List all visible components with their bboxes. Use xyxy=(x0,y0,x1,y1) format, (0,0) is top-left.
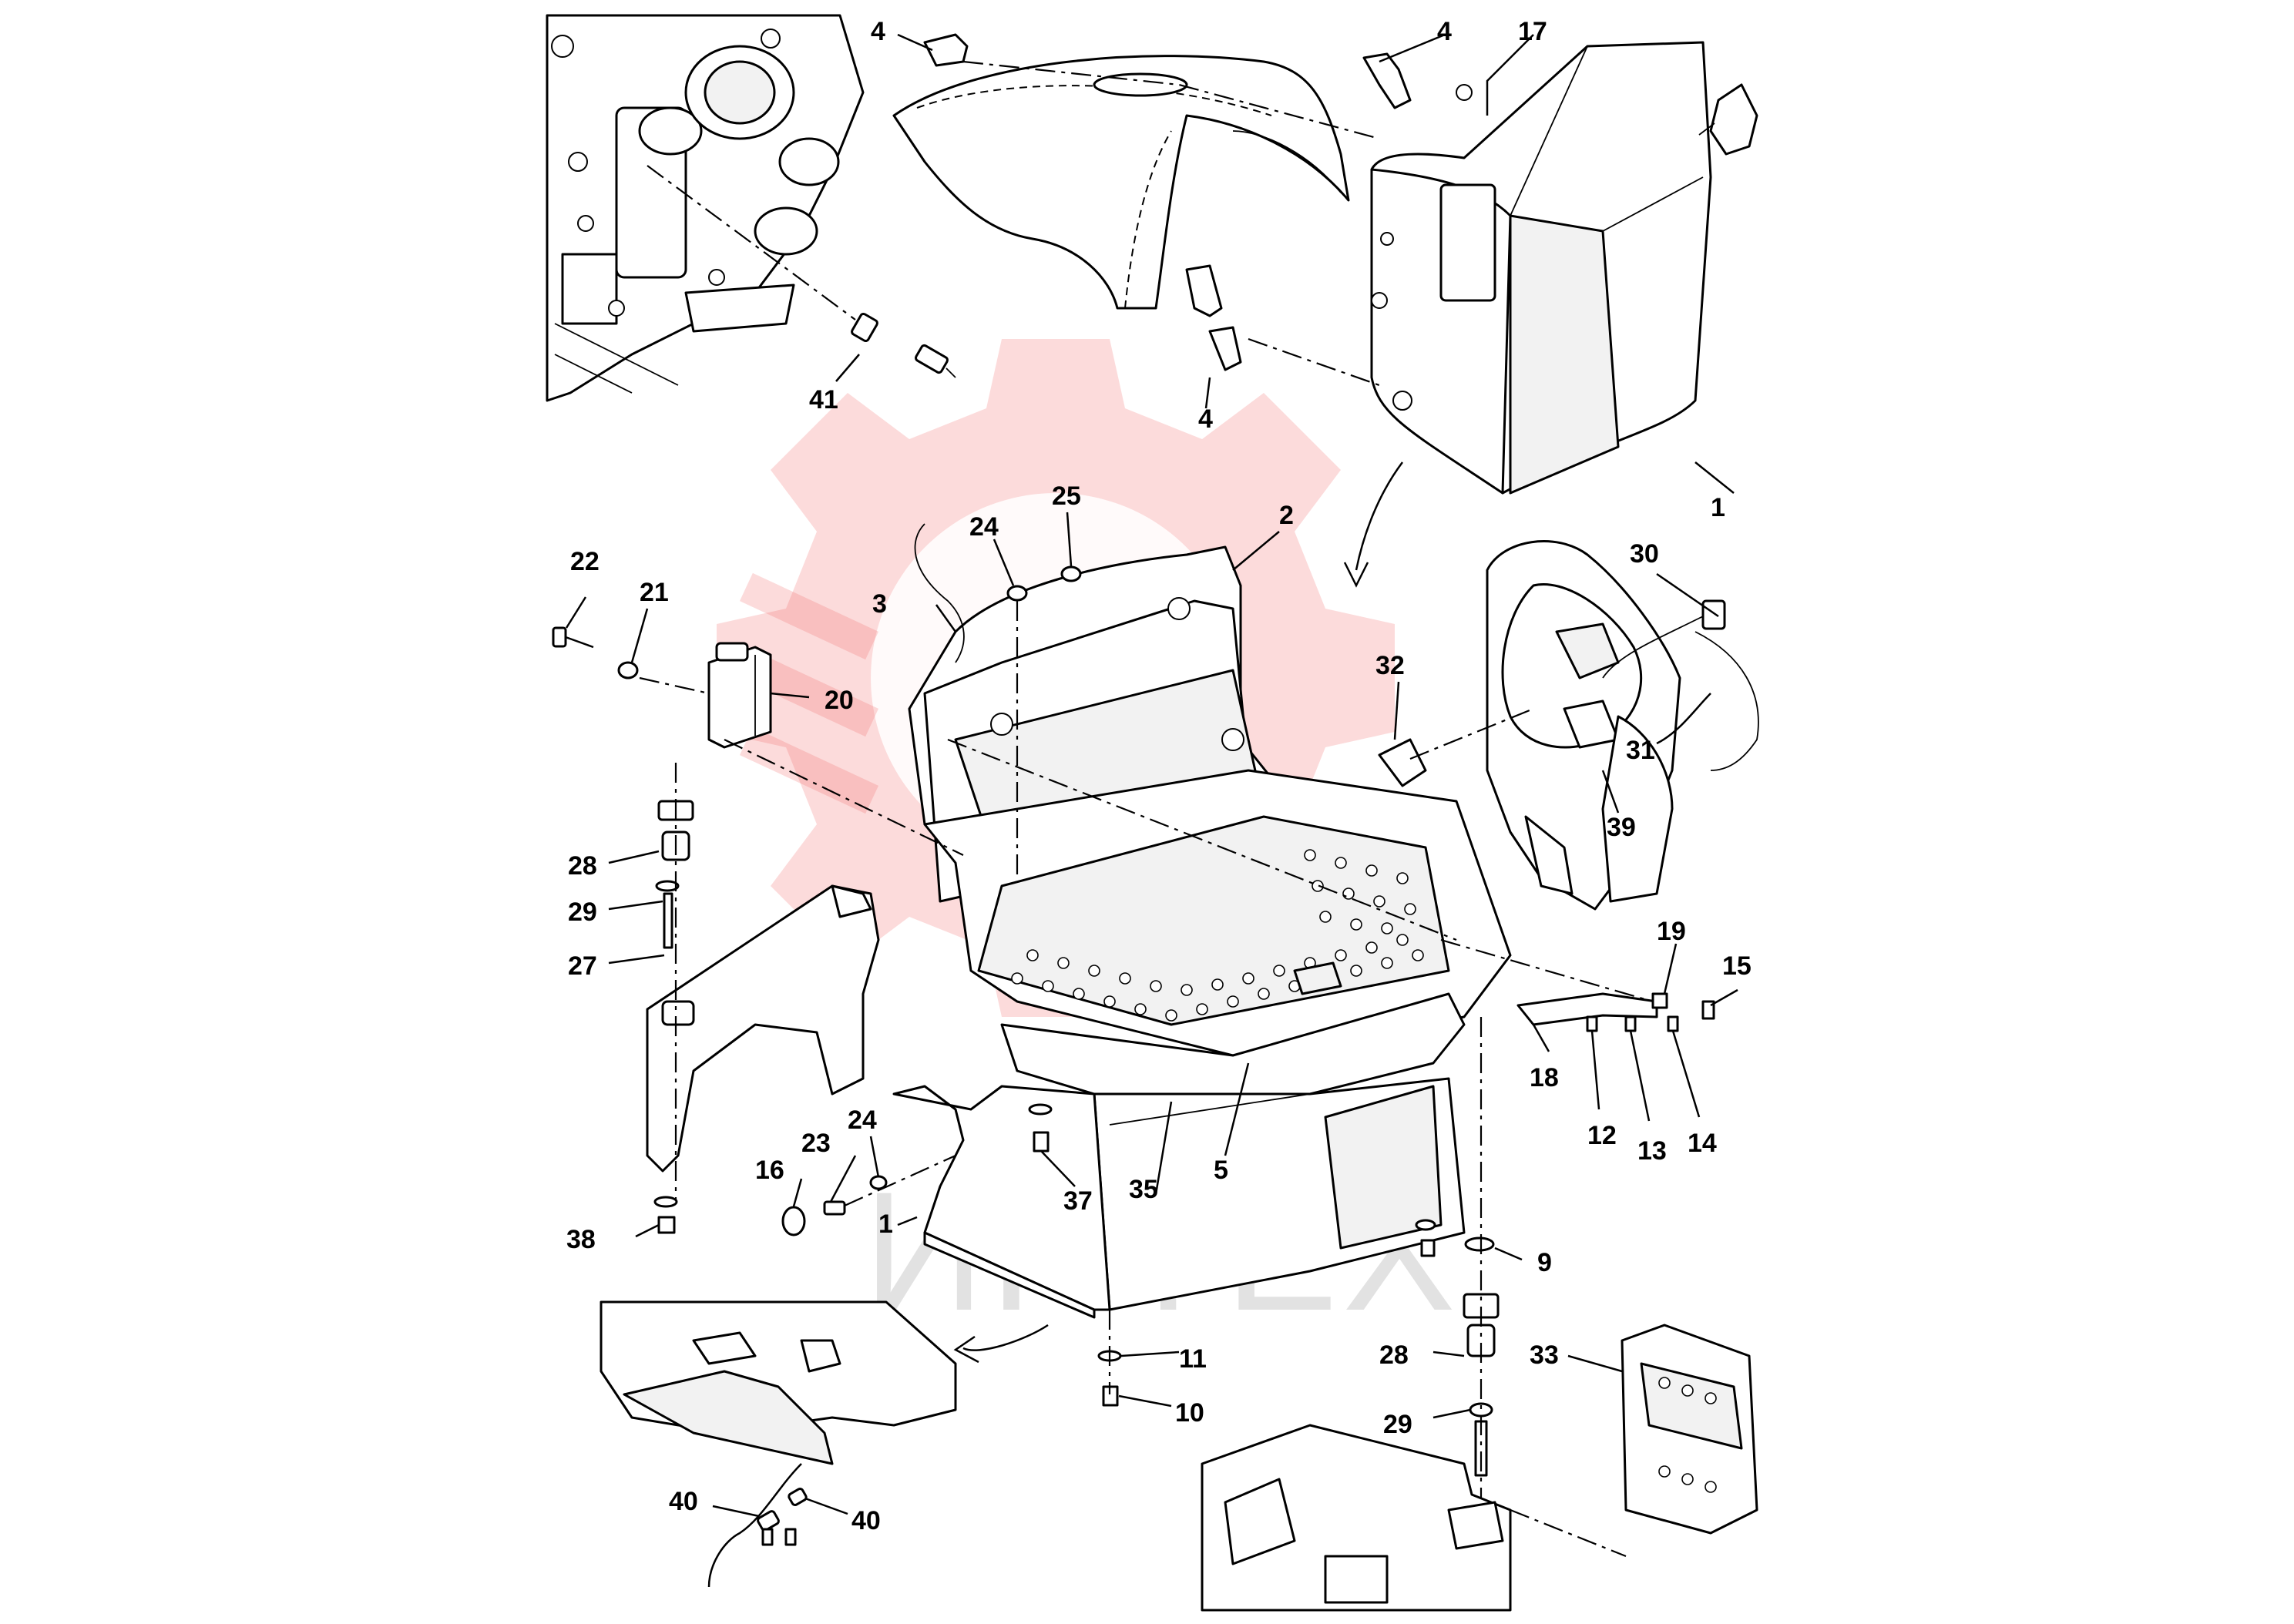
callout-label: 24 xyxy=(848,1106,877,1135)
callout-label: 28 xyxy=(1379,1340,1409,1370)
callout-label: 40 xyxy=(851,1506,881,1535)
lever-32 xyxy=(1378,738,1427,787)
callout-label: 18 xyxy=(1530,1063,1559,1092)
cab-1 xyxy=(1370,41,1758,495)
bolt-37 xyxy=(1028,1103,1053,1153)
hood-cover xyxy=(892,55,1350,310)
callout-label: 35 xyxy=(1129,1175,1158,1204)
callout-label: 29 xyxy=(568,898,597,927)
washer-24-25 xyxy=(1006,565,1082,602)
cap-16 xyxy=(781,1175,888,1236)
callout-label: 14 xyxy=(1688,1129,1717,1158)
bracket-18 xyxy=(1516,992,1715,1032)
callout-label: 5 xyxy=(1214,1156,1228,1185)
washer-21 xyxy=(617,661,639,679)
engine-block xyxy=(546,14,865,402)
callout-label: 3 xyxy=(872,589,887,619)
callout-label: 4 xyxy=(871,17,885,46)
callout-label: 27 xyxy=(568,951,597,981)
switch-30 xyxy=(1602,599,1726,679)
callout-label: 41 xyxy=(809,385,838,414)
callout-label: 19 xyxy=(1657,917,1686,946)
callout-label: 39 xyxy=(1607,813,1636,842)
callout-label: 28 xyxy=(568,851,597,881)
callout-label: 32 xyxy=(1375,651,1405,680)
callout-label: 1 xyxy=(878,1210,893,1239)
callout-label: 22 xyxy=(570,547,600,576)
steering-console xyxy=(1486,540,1681,911)
chassis-frame xyxy=(1201,1424,1627,1612)
mirror xyxy=(1698,83,1758,156)
hinge-4 xyxy=(923,33,1412,371)
mount-28a xyxy=(655,800,694,949)
callout-label: 30 xyxy=(1630,539,1659,569)
side-panel-1 xyxy=(892,1085,1111,1319)
bolt-19 xyxy=(1651,992,1668,1009)
callout-label: 15 xyxy=(1722,951,1752,981)
sensor-41 xyxy=(851,312,956,378)
lower-panel-5 xyxy=(1000,992,1466,1311)
box-20 xyxy=(707,642,772,749)
callout-label: 16 xyxy=(755,1156,784,1185)
callout-label: 33 xyxy=(1530,1340,1559,1370)
cab-frame-2 xyxy=(908,545,1512,1057)
callout-label: 31 xyxy=(1626,736,1655,765)
callout-label: 24 xyxy=(969,512,999,542)
callout-label: 20 xyxy=(825,686,854,715)
floor-perforations xyxy=(1011,849,1424,1022)
callout-label: 17 xyxy=(1518,17,1547,46)
callout-label: 12 xyxy=(1587,1121,1617,1150)
callout-label: 29 xyxy=(1383,1410,1412,1439)
lower-frame-left xyxy=(600,1300,957,1588)
callout-label: 13 xyxy=(1637,1136,1667,1166)
callouts: 4 4 4 17 41 1 2 3 24 25 22 21 20 30 32 3… xyxy=(566,17,1752,1535)
leader-lines xyxy=(565,33,1738,1518)
callout-label: 4 xyxy=(1437,17,1452,46)
callout-label: 9 xyxy=(1537,1248,1552,1277)
callout-label: 23 xyxy=(801,1129,831,1158)
callout-label: 38 xyxy=(566,1225,596,1254)
callout-label: 37 xyxy=(1063,1186,1093,1216)
bolt-right-panel xyxy=(1415,1219,1436,1257)
callout-label: 25 xyxy=(1052,481,1081,511)
callout-label: 10 xyxy=(1175,1398,1204,1428)
callout-label: 4 xyxy=(1198,404,1213,434)
bolt-38 xyxy=(653,1196,678,1234)
callout-label: 1 xyxy=(1711,493,1725,522)
callout-label: 40 xyxy=(669,1487,698,1516)
support-frame xyxy=(646,884,880,1173)
bolt-22 xyxy=(552,626,594,649)
callout-label: 2 xyxy=(1279,501,1294,530)
callout-label: 21 xyxy=(640,578,669,607)
callout-label: 11 xyxy=(1179,1344,1207,1374)
rear-plate-33 xyxy=(1621,1324,1758,1535)
